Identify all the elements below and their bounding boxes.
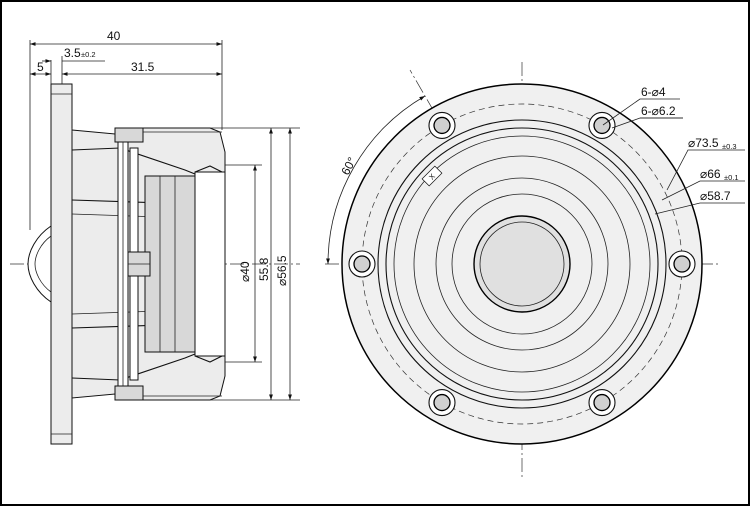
front-view: 60° X 6-⌀4 6-⌀6.2 ⌀73.5 ±0.3 ⌀66 [325, 62, 745, 478]
side-view: 40 3.5 ±0.2 5 31.5 ⌀40 55.8 ⌀56.5 [10, 29, 300, 445]
mounting-hole [433, 393, 451, 412]
mounting-hole [353, 255, 371, 273]
label-dia-66-tol: ±0.1 [724, 173, 739, 182]
side-flange [50, 83, 73, 445]
label-dia-66: ⌀66 [700, 167, 721, 181]
dim-55-8: 55.8 [257, 257, 271, 281]
mounting-hole [593, 393, 611, 412]
svg-text:X: X [427, 172, 437, 182]
mounting-hole [433, 116, 451, 135]
dim-3-5-tol: ±0.2 [81, 50, 96, 59]
logo-mark: X [421, 165, 443, 187]
label-6-dia-4: 6-⌀4 [641, 85, 666, 99]
mounting-holes [348, 111, 696, 417]
dim-40: 40 [107, 29, 121, 43]
angle-60: 60° [338, 155, 359, 178]
side-magnet [194, 171, 226, 357]
angle-arc [326, 95, 426, 265]
dim-dia-40: ⌀40 [238, 261, 252, 282]
dim-31-5: 31.5 [131, 60, 155, 74]
label-dia-73-5-tol: ±0.3 [722, 142, 737, 151]
mounting-hole [593, 116, 611, 135]
dim-dia-56-5: ⌀56.5 [275, 255, 289, 286]
label-dia-58-7: ⌀58.7 [700, 189, 731, 203]
dim-3-5: 3.5 [64, 46, 81, 60]
label-6-dia-6-2: 6-⌀6.2 [641, 104, 676, 118]
dim-5: 5 [37, 60, 44, 74]
side-dome [27, 225, 52, 303]
dust-cap [473, 215, 571, 313]
label-dia-73-5: ⌀73.5 [688, 136, 719, 150]
mounting-hole [673, 255, 691, 273]
